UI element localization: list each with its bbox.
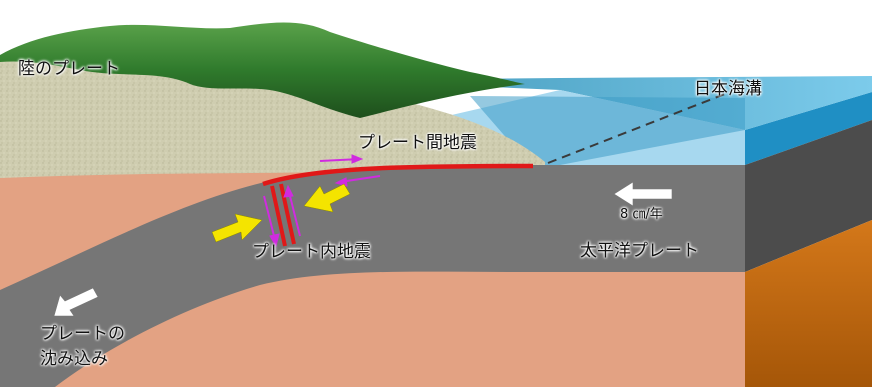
continental-plate-label: 陸のプレート [18,59,120,79]
plate-right-face [745,120,872,272]
magenta-slip-arrow-icon [263,184,301,248]
subduction-label-line2: 沈み込み [40,349,108,369]
yellow-stress-arrow-icon [303,183,351,213]
mantle-right-face [745,220,872,387]
pacific-plate-label: 太平洋プレート [580,241,699,261]
yellow-stress-arrow-icon [211,213,263,243]
pacific-plate [0,165,745,387]
japan-trench-label: 日本海溝 [694,79,762,99]
intraplate-fault-a [270,185,287,247]
trench-dashed-line [547,91,731,164]
interplate-quake-label: プレート間地震 [358,133,477,153]
intraplate-quake-label: プレート内地震 [252,242,371,262]
mountain [0,22,525,118]
interplate-fault [262,163,534,187]
sea-right-face [745,92,872,165]
plate-speed-label: 8 ㎝/年 [620,207,663,222]
subduction-label-line1: プレートの [40,324,125,344]
intraplate-fault-b [279,183,296,245]
arrow-left-icon [613,181,673,207]
arrow-left-icon [53,287,99,317]
